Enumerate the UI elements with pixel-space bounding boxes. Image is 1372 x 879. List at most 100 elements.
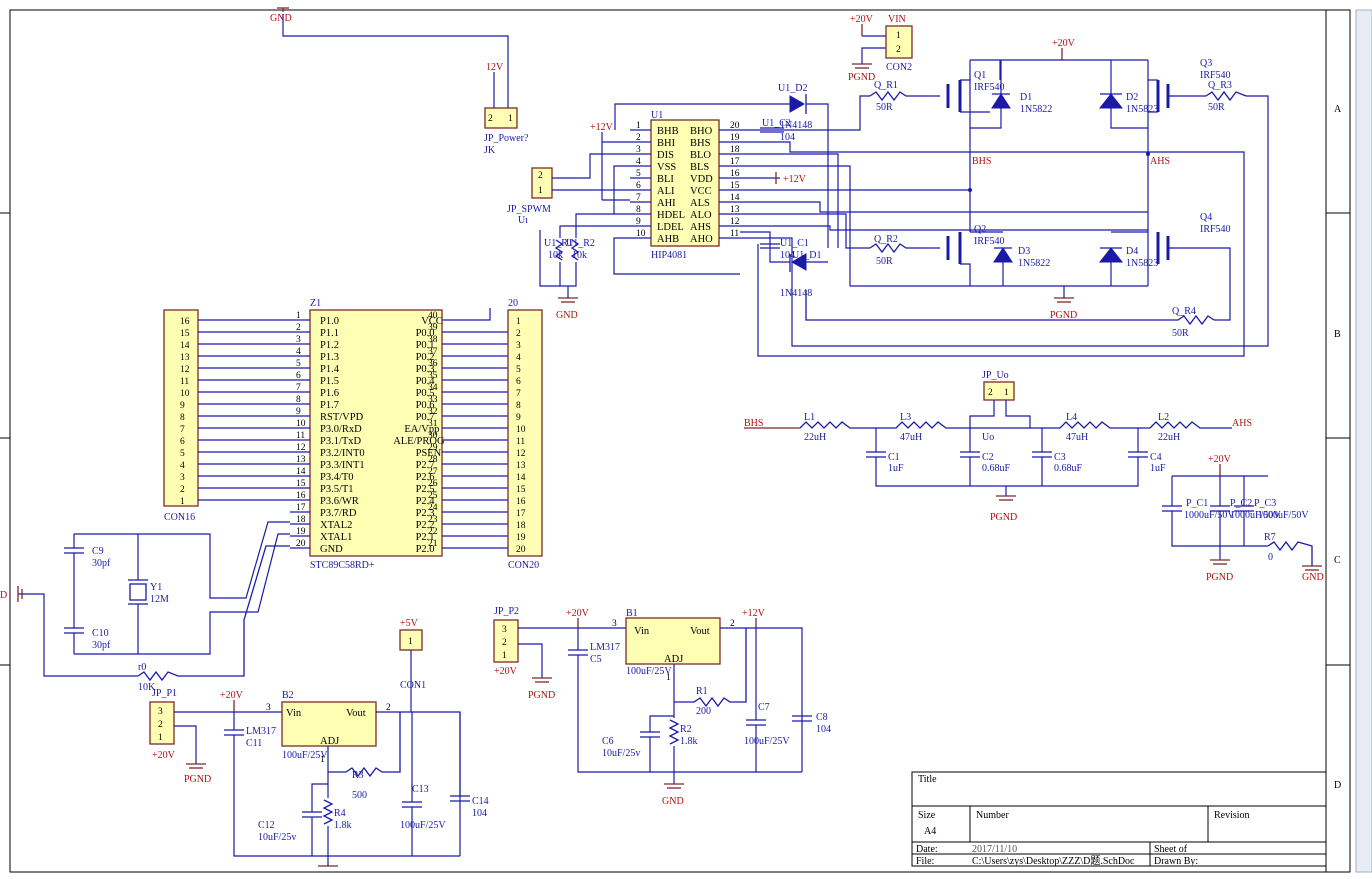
svg-text:2: 2 <box>988 388 993 398</box>
svg-text:r0: r0 <box>138 662 146 673</box>
u1-pin-name: AHO <box>690 234 713 245</box>
con20-pin: 20 <box>516 545 526 555</box>
u1-pin-name: BHI <box>657 138 676 149</box>
svg-text:BHS: BHS <box>972 156 991 167</box>
svg-text:C8: C8 <box>816 712 828 723</box>
svg-text:File:: File: <box>916 856 934 867</box>
con20-pin: 3 <box>516 341 521 351</box>
svg-text:B1: B1 <box>626 608 638 619</box>
u1-pin-name: BLO <box>690 150 711 161</box>
svg-text:JP_P2: JP_P2 <box>494 606 519 617</box>
u1-pin-name: BHO <box>690 126 713 137</box>
z1-pin-num: 12 <box>296 443 306 453</box>
z1-pin-name: P0.5 <box>416 388 435 399</box>
u1-pin-num: 15 <box>730 181 740 191</box>
z1-pin-num: 37 <box>428 347 438 357</box>
svg-text:22uH: 22uH <box>804 432 826 443</box>
svg-text:IRF540: IRF540 <box>1200 70 1231 81</box>
z1-pin-num: 7 <box>296 383 301 393</box>
jk-section: GND 12V 2 1 JP_Power? JK <box>270 7 529 156</box>
title-block: Title Size A4 Number Revision Date: 2017… <box>911 771 1327 867</box>
svg-text:1: 1 <box>896 31 901 41</box>
con16-pin: 14 <box>180 341 190 351</box>
sheet-border: A B C D <box>0 9 1372 873</box>
svg-text:100uF/25V: 100uF/25V <box>282 750 328 761</box>
z1-pin-name: P3.3/INT1 <box>320 460 365 471</box>
svg-text:3: 3 <box>158 707 163 717</box>
z1-pin-num: 27 <box>428 467 438 477</box>
u1-pin-num: 6 <box>636 181 641 191</box>
svg-text:2: 2 <box>488 114 493 124</box>
con16-pin: 9 <box>180 401 185 411</box>
u1-pin-num: 3 <box>636 145 641 155</box>
svg-text:CON2: CON2 <box>886 62 912 73</box>
con20-pin: 5 <box>516 365 521 375</box>
output-filter: BHS AHS L1 22uH L3 47uH L4 47uH L2 22uH … <box>744 370 1252 523</box>
svg-text:P_C2: P_C2 <box>1230 498 1252 509</box>
svg-text:C9: C9 <box>92 546 104 557</box>
z1-pin-name: GND <box>320 544 343 555</box>
svg-text:104: 104 <box>472 808 487 819</box>
z1-pin-num: 20 <box>296 539 306 549</box>
u1-pin-name: BLS <box>690 162 709 173</box>
u1-pin-name: ALS <box>690 198 710 209</box>
svg-text:104: 104 <box>816 724 831 735</box>
svg-text:1uF: 1uF <box>1150 463 1166 474</box>
svg-text:0: 0 <box>1268 552 1273 563</box>
u1-pin-num: 17 <box>730 157 740 167</box>
svg-text:2: 2 <box>502 638 507 648</box>
svg-text:+20V: +20V <box>1052 38 1076 49</box>
svg-text:1000uF/50V: 1000uF/50V <box>1184 510 1235 521</box>
con20-pin: 7 <box>516 389 521 399</box>
z1-body <box>309 309 443 557</box>
svg-text:IRF540: IRF540 <box>974 82 1005 93</box>
svg-text:C2: C2 <box>982 452 994 463</box>
svg-text:PGND: PGND <box>848 72 875 83</box>
svg-text:CON1: CON1 <box>400 680 426 691</box>
z1-pin-name: P3.5/T1 <box>320 484 354 495</box>
svg-text:1: 1 <box>408 637 413 647</box>
svg-text:U1: U1 <box>651 110 663 121</box>
z1-pin-name: P2.2 <box>416 520 435 531</box>
svg-text:L2: L2 <box>1158 412 1169 423</box>
con20-pin: 13 <box>516 461 526 471</box>
svg-text:0.68uF: 0.68uF <box>1054 463 1083 474</box>
svg-text:Vout: Vout <box>690 626 710 637</box>
z1-pin-name: P2.7 <box>416 460 435 471</box>
svg-text:100uF/25V: 100uF/25V <box>400 820 446 831</box>
con16-pin: 7 <box>180 425 185 435</box>
svg-text:10k: 10k <box>572 250 587 261</box>
con20-pin: 12 <box>516 449 526 459</box>
z1-pin-name: P2.1 <box>416 532 435 543</box>
svg-text:R7: R7 <box>1264 532 1276 543</box>
z1-pin-num: 22 <box>428 527 438 537</box>
z1-pin-name: P3.0/RxD <box>320 424 362 435</box>
svg-text:Q2: Q2 <box>974 224 986 235</box>
con16-pin: 3 <box>180 473 185 483</box>
z1-pin-name: P1.3 <box>320 352 339 363</box>
z1-pin-name: P3.2/INT0 <box>320 448 365 459</box>
z1-pin-name: P3.4/T0 <box>320 472 354 483</box>
z1-pin-name: P2.0 <box>416 544 435 555</box>
svg-text:1N4148: 1N4148 <box>780 120 812 131</box>
svg-text:Date:: Date: <box>916 844 938 855</box>
svg-text:U1_D2: U1_D2 <box>778 83 807 94</box>
z1-pin-num: 24 <box>428 503 438 513</box>
svg-text:U1_R2: U1_R2 <box>566 238 595 249</box>
border-letter-d: D <box>1334 780 1341 791</box>
z1-pin-num: 6 <box>296 371 301 381</box>
z1-pin-name: VCC <box>421 316 443 327</box>
svg-text:50R: 50R <box>876 102 893 113</box>
u1-pin-name: DIS <box>657 150 674 161</box>
svg-text:1.8k: 1.8k <box>334 820 352 831</box>
svg-text:Vout: Vout <box>346 708 366 719</box>
u1-pin-num: 18 <box>730 145 740 155</box>
z1-pin-num: 18 <box>296 515 306 525</box>
svg-text:U1_C2: U1_C2 <box>762 118 791 129</box>
svg-text:C12: C12 <box>258 820 275 831</box>
svg-text:10K: 10K <box>138 682 156 693</box>
z1-pin-num: 30 <box>428 431 438 441</box>
svg-text:GND: GND <box>1302 572 1324 583</box>
svg-text:VIN: VIN <box>888 14 906 25</box>
